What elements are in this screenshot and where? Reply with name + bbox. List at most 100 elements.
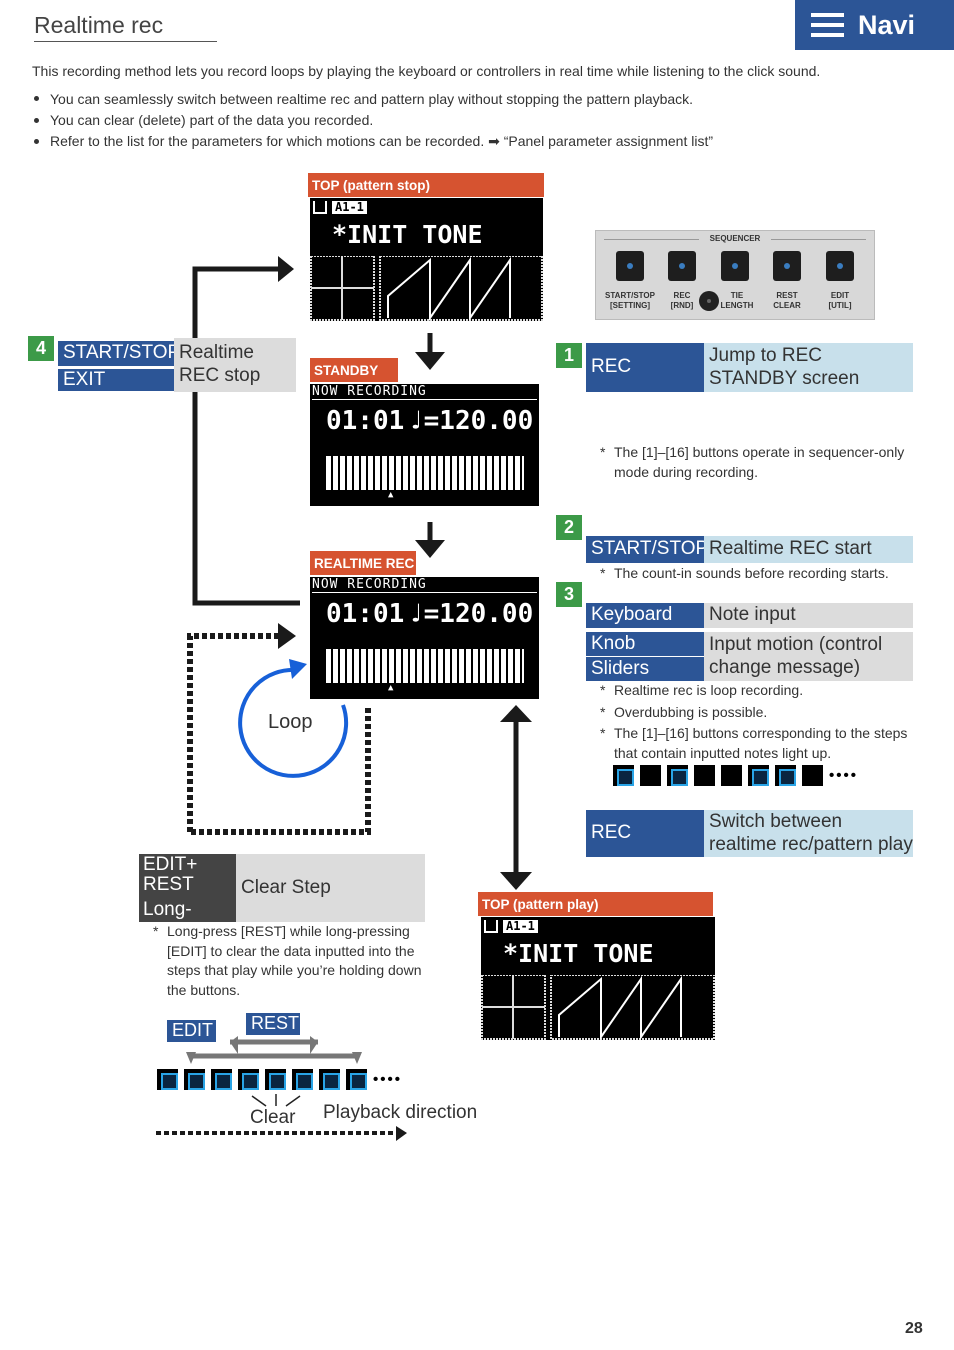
menu-icon [811,13,844,37]
step3-note: *Overdubbing is possible. [600,703,768,720]
step-button[interactable] [802,765,823,786]
step-number-1: 1 [556,343,582,368]
list-item: You can clear (delete) part of the data … [34,110,713,132]
knob-key-label: Knob [586,632,704,656]
value-knob[interactable] [699,291,719,311]
rec-button[interactable] [668,251,696,281]
step-button-lit[interactable] [613,765,634,786]
intro-text: This recording method lets you record lo… [32,63,821,79]
edit-key-label: EDIT [167,1020,216,1042]
pattern-number: A1-1 [503,920,538,933]
step-button-lit[interactable] [667,765,688,786]
page-number: 28 [905,1320,923,1337]
step3-note: *The [1]–[16] buttons corresponding to t… [600,725,908,761]
measure-readout: 01:01 [326,406,405,436]
step-button-lit[interactable] [157,1069,178,1090]
page-title: Realtime rec [34,12,217,42]
keyboard-description: Note input [704,603,913,628]
measure-readout: 01:01 [326,599,405,629]
exit-key-label: EXIT [58,369,174,391]
start-stop-exit-key-label: START/STOP [58,341,180,366]
bullet-icon [34,117,39,123]
sequencer-panel-illustration: SEQUENCER START/STOP[SETTING] REC[RND] T… [595,230,875,320]
clear-step-description: Clear Step [236,854,425,922]
step3-notes: *Realtime rec is loop recording. *Overdu… [600,681,910,763]
knob-sliders-description: Input motion (control change message) [704,632,913,681]
clear-step-note: *Long-press [REST] while long-pressing [… [153,923,422,998]
waveform-graphic [481,975,715,1040]
step-button[interactable] [721,765,742,786]
rec-key-label: REC [586,343,704,392]
step-button-lit[interactable] [775,765,796,786]
tone-name: *INIT TONE [332,220,483,249]
keyboard-key-label: Keyboard [586,603,704,628]
more-steps-indicator: •••• [373,1071,403,1088]
edit-label: EDIT[UTIL] [828,291,852,311]
list-item[interactable]: Refer to the list for the parameters for… [34,131,713,153]
rest-key-label: REST [246,1013,300,1035]
tag-top-pattern-stop: TOP (pattern stop) [308,173,544,197]
pattern-number: A1-1 [332,201,367,214]
position-marker-icon: ▲ [388,683,394,693]
step-button-lit[interactable] [211,1069,232,1090]
rest-button[interactable] [773,251,801,281]
waveform-graphic [310,256,543,321]
sliders-key-label: Sliders [586,657,704,681]
list-item: You can seamlessly switch between realti… [34,88,713,110]
step-button-lit[interactable] [265,1069,286,1090]
navi-button[interactable]: Navi [795,0,954,50]
step-button-lit[interactable] [238,1069,259,1090]
rec-toggle-key-label: REC [586,810,704,857]
bullet-list: You can seamlessly switch between realti… [34,88,713,153]
tag-standby: STANDBY [310,358,398,382]
step-button[interactable] [640,765,661,786]
status-text: NOW RECORDING [312,384,537,400]
tie-button[interactable] [721,251,749,281]
start-stop-key-description: Realtime REC start [704,536,913,563]
step-button[interactable] [694,765,715,786]
bullet-icon [34,139,39,145]
clear-step-button-row: •••• [157,1069,402,1090]
step-button-lit[interactable] [346,1069,367,1090]
panel-title: SEQUENCER [596,234,874,243]
tone-name: *INIT TONE [503,939,654,968]
user-icon [313,201,327,214]
lcd-top-pattern-stop: A1-1 *INIT TONE [310,198,543,321]
rec-key-description: Jump to REC STANDBY screen [704,343,913,392]
step-button-lit[interactable] [184,1069,205,1090]
step3-note: *Realtime rec is loop recording. [600,682,804,698]
lcd-top-pattern-play: A1-1 *INIT TONE [481,917,715,1040]
position-marker-icon: ▲ [388,490,394,500]
tempo-readout: ♩=120.00 [408,599,534,629]
rec-stop-description: Realtime REC stop [174,338,296,392]
user-icon [484,920,498,933]
rec-toggle-description: Switch between realtime rec/pattern play [704,810,913,857]
more-steps-indicator: •••• [829,767,859,784]
tag-top-pattern-play: TOP (pattern play) [478,892,713,916]
step2-note: *The count-in sounds before recording st… [600,565,889,581]
start-stop-key-label: START/STOP [586,536,708,563]
step-number-3: 3 [556,582,582,607]
step-number-4: 4 [28,336,54,361]
step-button-row: •••• [613,765,858,786]
step-number-2: 2 [556,515,582,540]
step-button-lit[interactable] [748,765,769,786]
keyboard-graphic [326,649,524,683]
navi-label: Navi [858,9,916,40]
start-stop-button[interactable] [616,251,644,281]
loop-label: Loop [268,711,313,733]
tempo-readout: ♩=120.00 [408,406,534,436]
rec-label: REC[RND] [670,291,694,311]
lcd-realtime-rec: NOW RECORDING 01:01 ♩=120.00 ▲ [310,577,539,699]
keyboard-graphic [326,456,524,490]
step1-note: *The [1]–[16] buttons operate in sequenc… [600,444,905,480]
clear-label: Clear [250,1107,296,1128]
edit-button[interactable] [826,251,854,281]
status-text: NOW RECORDING [312,577,537,593]
step-button-lit[interactable] [292,1069,313,1090]
edit-rest-longpress-keys: EDIT+ REST Long-press [139,854,236,939]
start-stop-label: START/STOP[SETTING] [605,291,655,311]
step-button-lit[interactable] [319,1069,340,1090]
